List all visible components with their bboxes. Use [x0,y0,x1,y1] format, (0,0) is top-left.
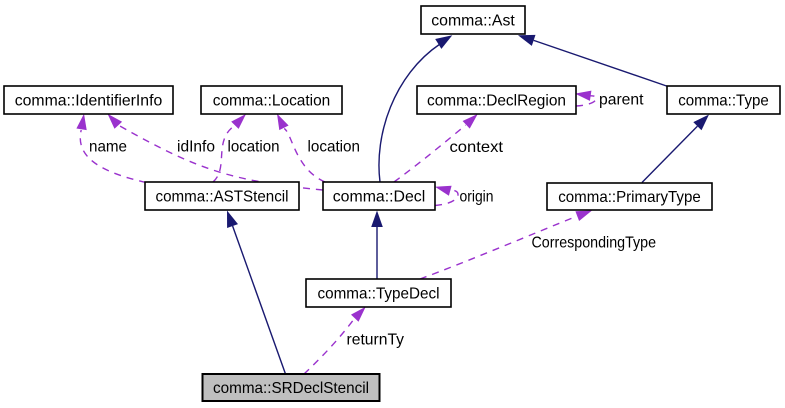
svg-text:context: context [450,139,504,156]
svg-text:parent: parent [599,92,644,109]
svg-text:comma::DeclRegion: comma::DeclRegion [427,93,566,110]
svg-text:comma::SRDeclStencil: comma::SRDeclStencil [213,380,369,397]
svg-text:comma::Ast: comma::Ast [431,13,515,30]
svg-text:name: name [89,139,127,156]
svg-text:idInfo: idInfo [177,139,215,156]
svg-text:comma::Type: comma::Type [678,93,769,110]
svg-text:CorrespondingType: CorrespondingType [532,235,657,252]
svg-text:comma::Location: comma::Location [213,93,331,110]
svg-text:comma::TypeDecl: comma::TypeDecl [318,286,440,303]
svg-text:comma::ASTStencil: comma::ASTStencil [156,189,289,206]
svg-text:comma::PrimaryType: comma::PrimaryType [558,189,701,206]
svg-text:returnTy: returnTy [347,332,405,349]
svg-text:location: location [228,139,280,156]
svg-text:comma::IdentifierInfo: comma::IdentifierInfo [15,93,163,110]
svg-text:location: location [308,139,361,156]
svg-text:origin: origin [460,189,494,206]
svg-text:comma::Decl: comma::Decl [333,189,426,206]
